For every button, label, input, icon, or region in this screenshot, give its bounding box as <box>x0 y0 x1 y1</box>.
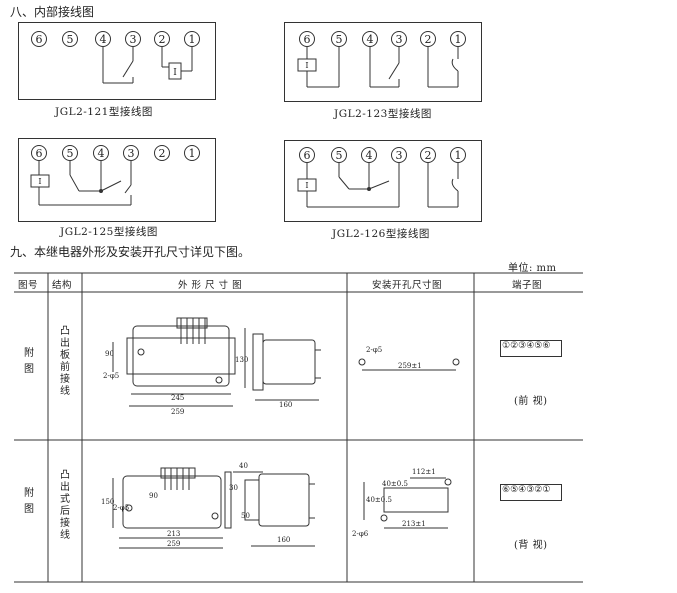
section-8-title: 八、内部接线图 <box>10 5 95 19</box>
diagram-123-caption: JGL2-123型接线图 <box>334 108 432 120</box>
dim-259: 259 <box>167 540 180 548</box>
dim-50: 50 <box>241 512 250 520</box>
terminal-5: 5 <box>336 33 343 46</box>
dim-hole: 2-φ5 <box>103 372 119 380</box>
header-structure: 结构 <box>52 280 73 291</box>
dim-160: 160 <box>277 536 290 544</box>
terminal-4: 4 <box>367 33 374 46</box>
row2-fig-no: 附 图 <box>24 488 35 515</box>
header-fig-no: 图号 <box>18 280 39 291</box>
wiring-diagram-125-drawing: 6 5 4 3 2 1 I <box>30 145 200 206</box>
diagram-125-caption: JGL2-125型接线图 <box>60 226 158 238</box>
terminal-2: 2 <box>425 149 432 162</box>
diagram-126-caption: JGL2-126型接线图 <box>332 228 430 240</box>
coil-label: I <box>173 68 177 78</box>
coil-label: I <box>305 61 308 70</box>
cutout-hole: 2-φ6 <box>352 530 369 538</box>
row2-terminal-strip <box>500 484 562 501</box>
terminal-6: 6 <box>304 33 311 46</box>
row2-terminal-seq: ⑥⑤④③②① <box>502 485 551 495</box>
terminal-1: 1 <box>189 147 196 160</box>
row1-cutout-drawing: 2-φ5 259±1 <box>358 346 460 371</box>
dim-150: 150 <box>101 498 114 506</box>
dim-160: 160 <box>279 401 292 409</box>
terminal-1: 1 <box>189 33 196 46</box>
terminal-3: 3 <box>396 33 403 46</box>
dim-30: 30 <box>229 484 238 492</box>
wiring-diagram-125: 6 5 4 3 2 1 I <box>18 138 216 222</box>
terminal-4: 4 <box>98 147 105 160</box>
row1-terminal-seq: ①②③④⑤⑥ <box>502 341 551 351</box>
terminal-5: 5 <box>67 33 74 46</box>
terminal-6: 6 <box>304 149 311 162</box>
row2-terminal-view: (背 视) <box>514 540 548 551</box>
terminal-3: 3 <box>396 149 403 162</box>
dim-130: 130 <box>235 356 248 364</box>
diagram-121-caption: JGL2-121型接线图 <box>55 106 153 118</box>
terminal-6: 6 <box>36 33 43 46</box>
wiring-diagram-123-drawing: 6 5 4 3 2 1 I <box>297 31 466 88</box>
dim-245: 245 <box>171 394 184 402</box>
row2-outline-drawing: 150 90 2-φ5 40 30 50 213 259 160 <box>101 462 315 549</box>
terminal-5: 5 <box>336 149 343 162</box>
terminal-5: 5 <box>67 147 74 160</box>
terminal-4: 4 <box>100 33 107 46</box>
wiring-diagram-126-drawing: 6 5 4 3 2 1 I <box>297 147 466 208</box>
terminal-3: 3 <box>128 147 135 160</box>
terminal-3: 3 <box>130 33 137 46</box>
dim-90: 90 <box>149 492 158 500</box>
cutout-40-upper: 40±0.5 <box>382 480 408 488</box>
section-9-title: 九、本继电器外形及安装开孔尺寸详见下图。 <box>10 245 251 259</box>
row2-structure: 凸出式后接线 <box>60 470 71 541</box>
terminal-2: 2 <box>159 33 166 46</box>
dim-40: 40 <box>239 462 248 470</box>
terminal-2: 2 <box>159 147 166 160</box>
dim-259: 259 <box>171 408 184 416</box>
cutout-40-lower: 40±0.5 <box>366 496 392 504</box>
terminal-1: 1 <box>455 149 462 162</box>
coil-label: I <box>38 177 41 186</box>
unit-label: 单位: mm <box>508 263 557 274</box>
row1-structure: 凸出板前接线 <box>60 326 71 397</box>
terminal-4: 4 <box>366 149 373 162</box>
row1-terminal-strip <box>500 340 562 357</box>
cutout-112: 112±1 <box>412 468 436 476</box>
dim-90: 90 <box>105 350 114 358</box>
row1-fig-no: 附 图 <box>24 348 35 375</box>
wiring-diagram-123: 6 5 4 3 2 1 I <box>284 22 482 102</box>
wiring-diagram-121: 6 5 4 3 2 1 I <box>18 22 216 100</box>
terminal-2: 2 <box>425 33 432 46</box>
header-outline-dims: 外 形 尺 寸 图 <box>178 280 243 291</box>
terminal-1: 1 <box>455 33 462 46</box>
row1-terminal-view: (前 视) <box>514 396 548 407</box>
coil-label: I <box>305 181 308 190</box>
row1-outline-drawing: 90 130 2-φ5 245 259 160 <box>103 317 321 416</box>
cutout-width: 259±1 <box>398 362 422 370</box>
dim-hole: 2-φ5 <box>113 504 129 512</box>
cutout-hole: 2-φ5 <box>366 346 382 354</box>
terminal-6: 6 <box>36 147 43 160</box>
wiring-diagram-121-drawing: 6 5 4 3 2 1 I <box>31 31 200 84</box>
header-cutout-dims: 安装开孔尺寸图 <box>372 280 443 291</box>
cutout-213: 213±1 <box>402 520 426 528</box>
dim-213: 213 <box>167 530 180 538</box>
wiring-diagram-126: 6 5 4 3 2 1 I <box>284 140 482 222</box>
row2-cutout-drawing: 112±1 40±0.5 40±0.5 2-φ6 213±1 <box>352 468 452 538</box>
header-terminal: 端子图 <box>512 280 543 291</box>
